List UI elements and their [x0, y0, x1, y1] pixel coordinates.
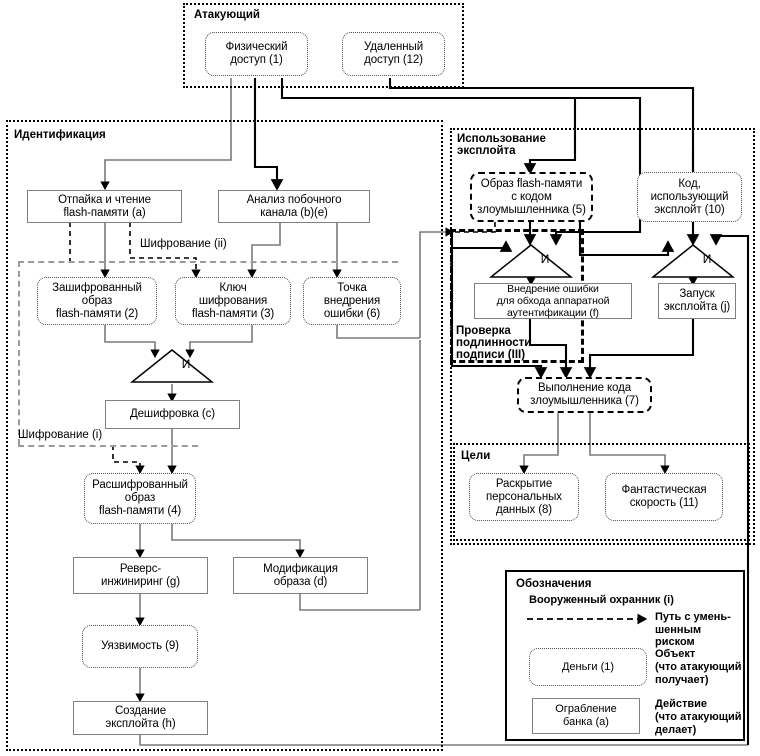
- region-goals-title: Цели: [461, 450, 491, 462]
- node-fault-injection[interactable]: Внедрение ошибки для обхода аппаратной а…: [474, 283, 632, 319]
- node-reverse-engineering[interactable]: Реверс- инжиниринг (g): [73, 557, 208, 594]
- node-decryption[interactable]: Дешифровка (c): [105, 400, 240, 429]
- legend-guard-label: Вооруженный охранник (i): [529, 594, 674, 606]
- and-gate-exploit-launch: И: [650, 243, 736, 279]
- legend-title: Обозначения: [516, 578, 592, 590]
- and-gate-decryption: И: [129, 348, 215, 384]
- node-personal-data[interactable]: Раскрытие персональных данных (8): [469, 473, 579, 521]
- node-decrypted-image[interactable]: Расшифрованный образ flash-памяти (4): [84, 473, 196, 524]
- node-encryption-key[interactable]: Ключ шифрования flash-памяти (3): [175, 277, 291, 325]
- legend-asset-desc-title: Объект: [655, 648, 696, 660]
- legend-action-desc-body: (что атакующий делает): [655, 711, 742, 736]
- region-identification-title: Идентификация: [14, 129, 106, 141]
- region-encryption-i: [18, 445, 198, 447]
- node-code-execution[interactable]: Выполнение кода злоумышленника (7): [517, 377, 652, 413]
- node-side-channel[interactable]: Анализ побочного канала (b)(e): [218, 190, 370, 223]
- node-fault-point[interactable]: Точка внедрения ошибки (6): [303, 277, 401, 325]
- region-signature-check-title: Проверка подлинности подписи (III): [456, 325, 532, 361]
- region-exploit-use-title: Использование эксплойта: [457, 133, 546, 157]
- region-identification: [6, 120, 443, 751]
- region-attacker-title: Атакующий: [194, 9, 260, 21]
- and-gate-label: И: [540, 252, 550, 266]
- legend-action-desc-title: Действие: [655, 698, 707, 710]
- node-exploit-launch[interactable]: Запуск эксплойта (j): [658, 283, 736, 319]
- node-exploit-creation[interactable]: Создание эксплойта (h): [73, 701, 208, 735]
- node-exploit-code[interactable]: Код, использующий эксплойт (10): [637, 172, 742, 222]
- and-gate-fault-injection: И: [488, 243, 574, 279]
- region-goals: [453, 443, 750, 541]
- region-encryption-i-title: Шифрование (i): [18, 429, 103, 441]
- node-encrypted-image[interactable]: Зашифрованный образ flash-памяти (2): [37, 277, 157, 325]
- node-malicious-image[interactable]: Образ flash-памяти с кодом злоумышленник…: [470, 172, 593, 222]
- legend-box: Обозначения Вооруженный охранник (i) Пут…: [505, 570, 745, 741]
- node-physical-access[interactable]: Физический доступ (1): [205, 32, 308, 76]
- region-encryption-ii: [18, 261, 398, 445]
- legend-reduced-risk-text: Путь с умень- шенным риском: [655, 611, 731, 648]
- node-desolder-read[interactable]: Отпайка и чтение flash-памяти (a): [27, 190, 182, 223]
- node-fantastic-speed[interactable]: Фантастическая скорость (11): [605, 473, 723, 521]
- node-remote-access[interactable]: Удаленный доступ (12): [342, 32, 445, 76]
- region-encryption-ii-title: Шифрование (ii): [140, 238, 227, 250]
- node-image-modification[interactable]: Модификация образа (d): [233, 557, 368, 594]
- legend-asset-desc-body: (что атакующий получает): [655, 661, 742, 686]
- reduced-risk-arrow-icon: [527, 613, 648, 625]
- region-attacker: [183, 3, 464, 88]
- legend-action-sample: Ограбление банка (a): [532, 698, 640, 734]
- node-vulnerability[interactable]: Уязвимость (9): [82, 625, 198, 668]
- legend-asset-sample: Деньги (1): [529, 648, 647, 686]
- and-gate-label: И: [181, 357, 191, 371]
- and-gate-label: И: [702, 252, 712, 266]
